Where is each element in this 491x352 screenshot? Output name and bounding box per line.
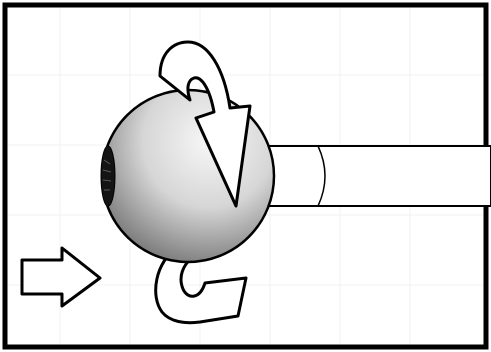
rotation-arrow-top [158,40,252,208]
optic-nerve-stalk [261,145,491,207]
stalk-joint-line [317,145,326,207]
direction-arrow-right [20,246,102,308]
rotation-arrow-bottom [154,245,248,325]
pupil [100,145,116,207]
iris-texture [102,159,112,191]
